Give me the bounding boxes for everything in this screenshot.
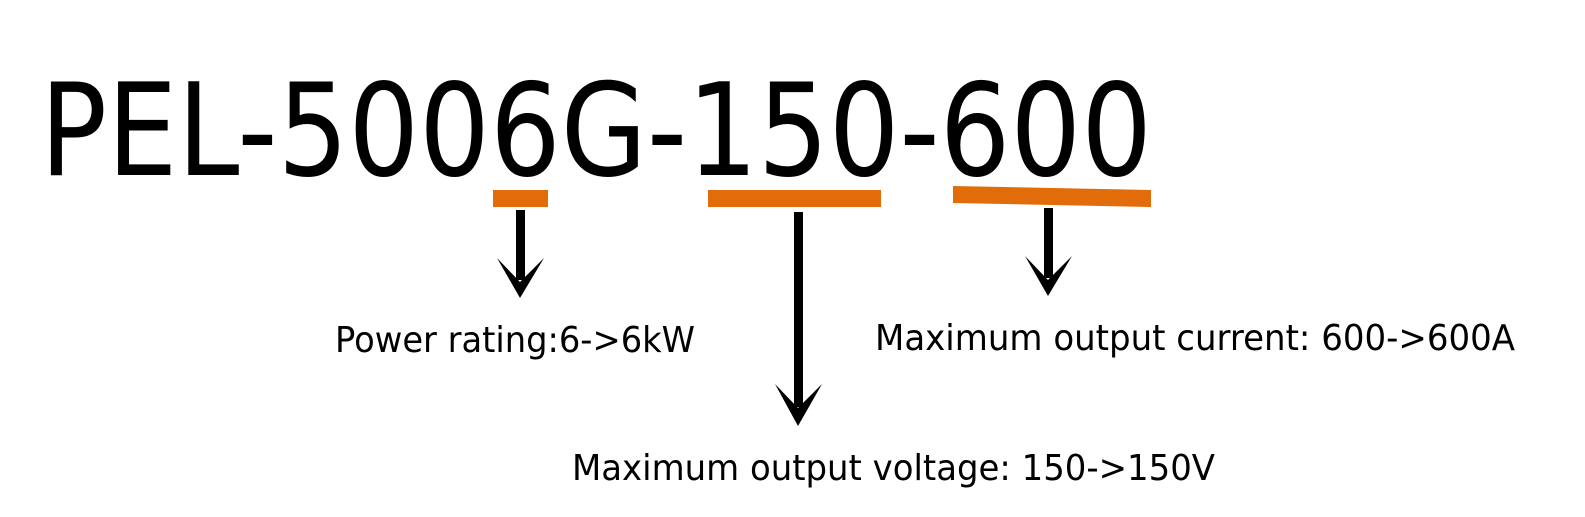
max-current-label: Maximum output current: 600->600A [875, 318, 1515, 359]
model-number-title: PEL-5006G-150-600 [40, 57, 1152, 206]
arrow-power-icon [497, 210, 544, 298]
arrow-current-icon [1025, 208, 1072, 296]
underline-current [953, 186, 1151, 207]
underline-voltage [708, 190, 881, 207]
max-voltage-label: Maximum output voltage: 150->150V [572, 448, 1215, 489]
arrow-voltage-icon [775, 212, 822, 426]
power-rating-label: Power rating:6->6kW [335, 320, 695, 361]
underline-power [493, 190, 548, 207]
